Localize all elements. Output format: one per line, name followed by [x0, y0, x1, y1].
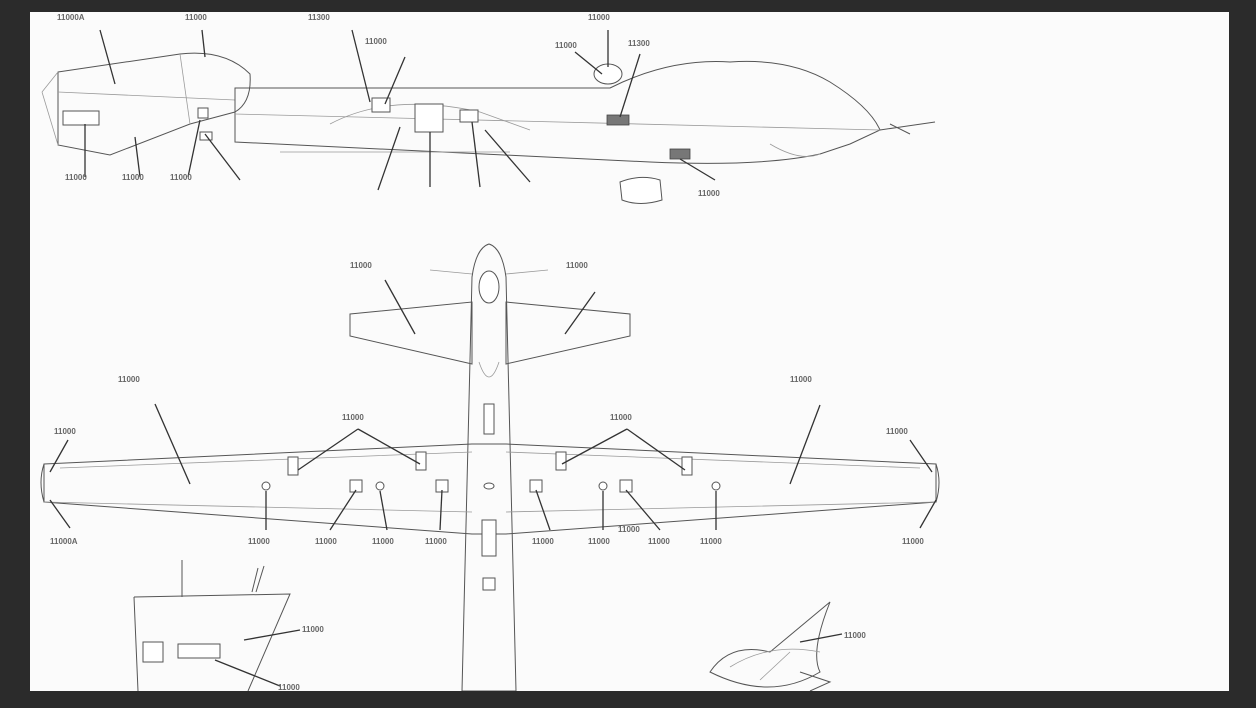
exhaust-port	[197, 107, 209, 119]
turret-mount	[799, 671, 832, 691]
label-t7: 11000	[54, 427, 76, 436]
label-d1: 11000	[302, 625, 324, 634]
label-s10: 11000	[170, 173, 192, 182]
fuselage-outline	[234, 60, 881, 164]
label-t6: 11000	[610, 413, 632, 422]
label-t18: 11000	[902, 537, 924, 546]
sensor-turret-detail-view: 11000	[709, 601, 866, 691]
label-t16: 11000	[648, 537, 670, 546]
label-s3: 11300	[308, 13, 330, 22]
side-view-leader-lines	[84, 29, 716, 191]
propeller-hub	[41, 71, 59, 146]
right-panel-2	[598, 481, 608, 491]
pitot-probe	[879, 121, 936, 131]
turret-leader	[799, 633, 843, 643]
label-s1: 11000A	[57, 13, 85, 22]
top-view-leader-lines	[49, 279, 937, 531]
label-t13: 11000	[425, 537, 447, 546]
ventral-fin	[619, 176, 663, 204]
tail-access-panel	[142, 641, 164, 663]
left-panel-1	[261, 481, 271, 491]
aircraft-diagram: 11000A 11000 11300 11000 11000 11000 113…	[40, 13, 940, 691]
label-s9: 11000	[122, 173, 144, 182]
wing-tips	[40, 463, 940, 503]
label-t12: 11000	[372, 537, 394, 546]
label-d2: 11000	[278, 683, 300, 691]
label-t15: 11000	[588, 537, 610, 546]
right-canard	[505, 301, 631, 365]
label-t17: 11000	[700, 537, 722, 546]
right-panel-4	[711, 481, 721, 491]
fuselage-hatch-3	[481, 519, 497, 557]
wing-spar-line	[59, 451, 921, 469]
label-t11: 11000	[315, 537, 337, 546]
left-canard	[349, 301, 473, 365]
left-hardpoint-1	[287, 456, 299, 476]
label-s6: 11000	[555, 41, 577, 50]
label-t8: 11000	[886, 427, 908, 436]
right-hardpoint-1	[555, 451, 567, 471]
label-s7: 11300	[628, 39, 650, 48]
label-t4: 11000	[790, 375, 812, 384]
tail-leader-2	[214, 659, 281, 687]
label-t9: 11000A	[50, 537, 78, 546]
label-t14: 11000	[532, 537, 554, 546]
equipment-bay	[414, 103, 444, 133]
side-view: 11000A 11000 11300 11000 11000 11000 113…	[41, 13, 936, 204]
forward-bay-outline	[478, 361, 500, 378]
right-panel-3	[619, 479, 633, 493]
access-panel-2	[459, 109, 479, 123]
label-t5: 11000	[342, 413, 364, 422]
label-t3: 11000	[118, 375, 140, 384]
tail-actuator	[177, 643, 221, 659]
tail-antenna-masts	[181, 560, 265, 597]
label-t19: 11000	[618, 525, 640, 534]
tail-detail-view: 11000 11000	[133, 560, 324, 691]
nose-fairing-line	[769, 143, 821, 157]
drawing-sheet: 11000A 11000 11300 11000 11000 11000 113…	[30, 12, 1229, 691]
canard-tip-antennas	[429, 269, 549, 275]
left-panel-3	[375, 481, 385, 491]
pitot-tip	[889, 123, 911, 135]
nose-radome	[478, 270, 500, 304]
label-d3: 11000	[844, 631, 866, 640]
label-s2: 11000	[185, 13, 207, 22]
label-t10: 11000	[248, 537, 270, 546]
label-s4: 11000	[365, 37, 387, 46]
turret-detail-lines	[729, 648, 821, 681]
label-t1: 11000	[350, 261, 372, 270]
label-t2: 11000	[566, 261, 588, 270]
wing-trailing-edge-line	[43, 501, 937, 513]
fuselage-hatch-4	[482, 577, 496, 591]
turret-housing	[709, 601, 831, 688]
nacelle-joint	[179, 53, 191, 125]
lower-sensor-panel	[669, 148, 691, 160]
fuselage-hatch-2	[483, 482, 495, 490]
tail-leader-1	[243, 629, 301, 641]
nacelle-centerline	[57, 91, 236, 101]
label-s8: 11000	[65, 173, 87, 182]
fuselage-top	[461, 243, 517, 691]
left-hardpoint-2	[415, 451, 427, 471]
fuselage-hatch-1	[483, 403, 495, 435]
sensor-window	[606, 114, 630, 126]
nacelle-inlet	[62, 110, 100, 126]
left-panel-2	[349, 479, 363, 493]
right-panel-1	[529, 479, 543, 493]
tail-section-outline	[133, 593, 291, 691]
label-s5: 11000	[588, 13, 610, 22]
engine-nacelle	[57, 52, 251, 156]
label-s11: 11000	[698, 189, 720, 198]
right-hardpoint-2	[681, 456, 693, 476]
fuselage-midline	[234, 113, 881, 131]
top-view: 11000 11000 11000 11000 11000 11000 1100…	[40, 243, 940, 691]
